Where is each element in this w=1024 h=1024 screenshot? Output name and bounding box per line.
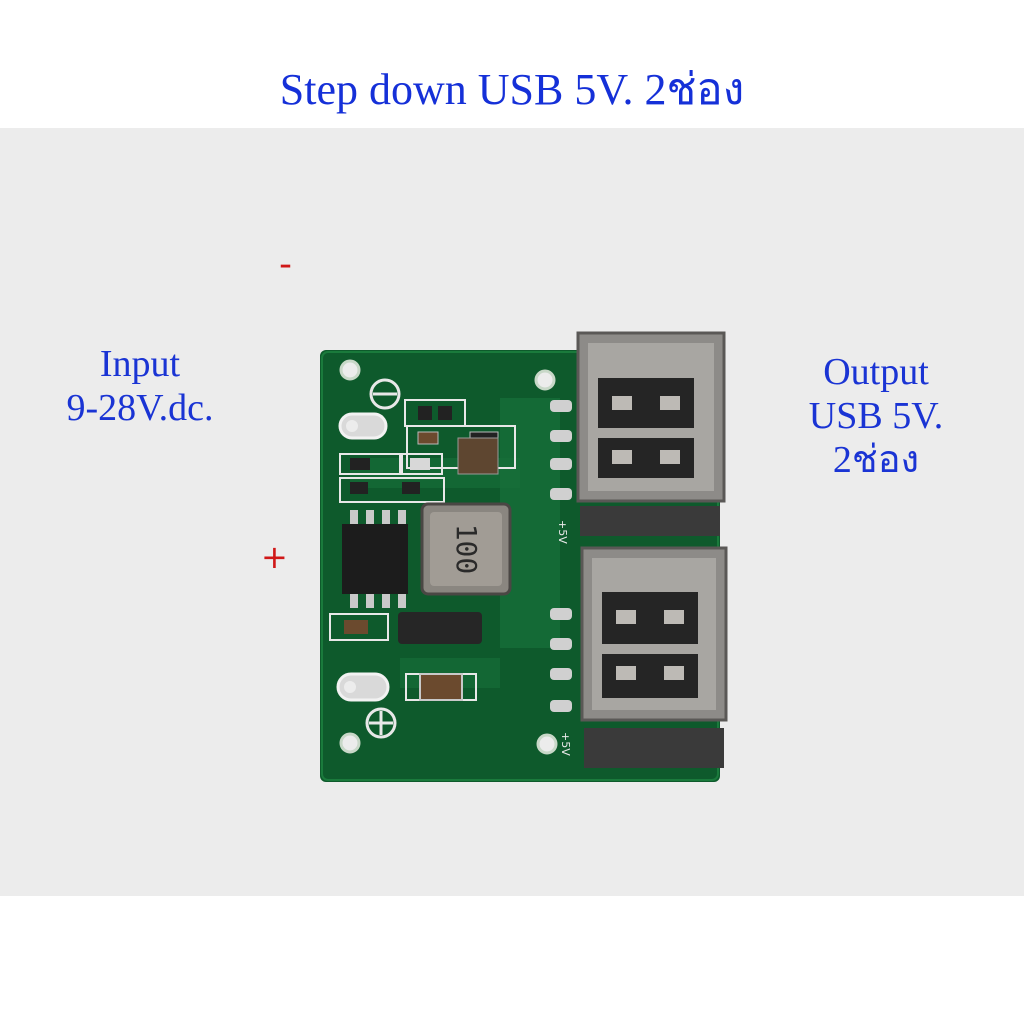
output-caption-line3: 2ช่อง <box>832 439 920 481</box>
input-terminals <box>336 378 401 739</box>
output-caption-line1: Output <box>823 351 929 393</box>
output-caption-line2: USB 5V. <box>808 395 944 437</box>
output-caption: Output USB 5V. 2ช่อง <box>776 350 976 482</box>
usb-port-top <box>576 331 726 536</box>
inductor-marking: 100 <box>450 524 483 575</box>
pcb-board-illustration: 100 <box>320 331 728 782</box>
page-title: Step down USB 5V. 2ช่อง <box>0 54 1024 124</box>
ic-chip <box>342 510 408 608</box>
silk-5v-bottom: +5V <box>559 732 572 756</box>
input-caption-line2: 9-28V.dc. <box>66 387 214 429</box>
usb-pins: +5V +5V <box>550 400 572 756</box>
input-caption: Input 9-28V.dc. <box>40 342 240 430</box>
inductor: 100 <box>420 502 512 596</box>
minus-sign: - <box>279 244 292 285</box>
usb-port-bottom <box>580 546 728 768</box>
mounting-holes <box>339 359 558 755</box>
input-caption-line1: Input <box>99 343 181 385</box>
smd-components <box>329 399 516 701</box>
title-text: Step down USB 5V. 2ช่อง <box>279 65 745 114</box>
plus-sign: + <box>261 538 288 576</box>
silk-5v-top: +5V <box>556 520 569 544</box>
product-photo: 100 <box>0 128 1024 896</box>
